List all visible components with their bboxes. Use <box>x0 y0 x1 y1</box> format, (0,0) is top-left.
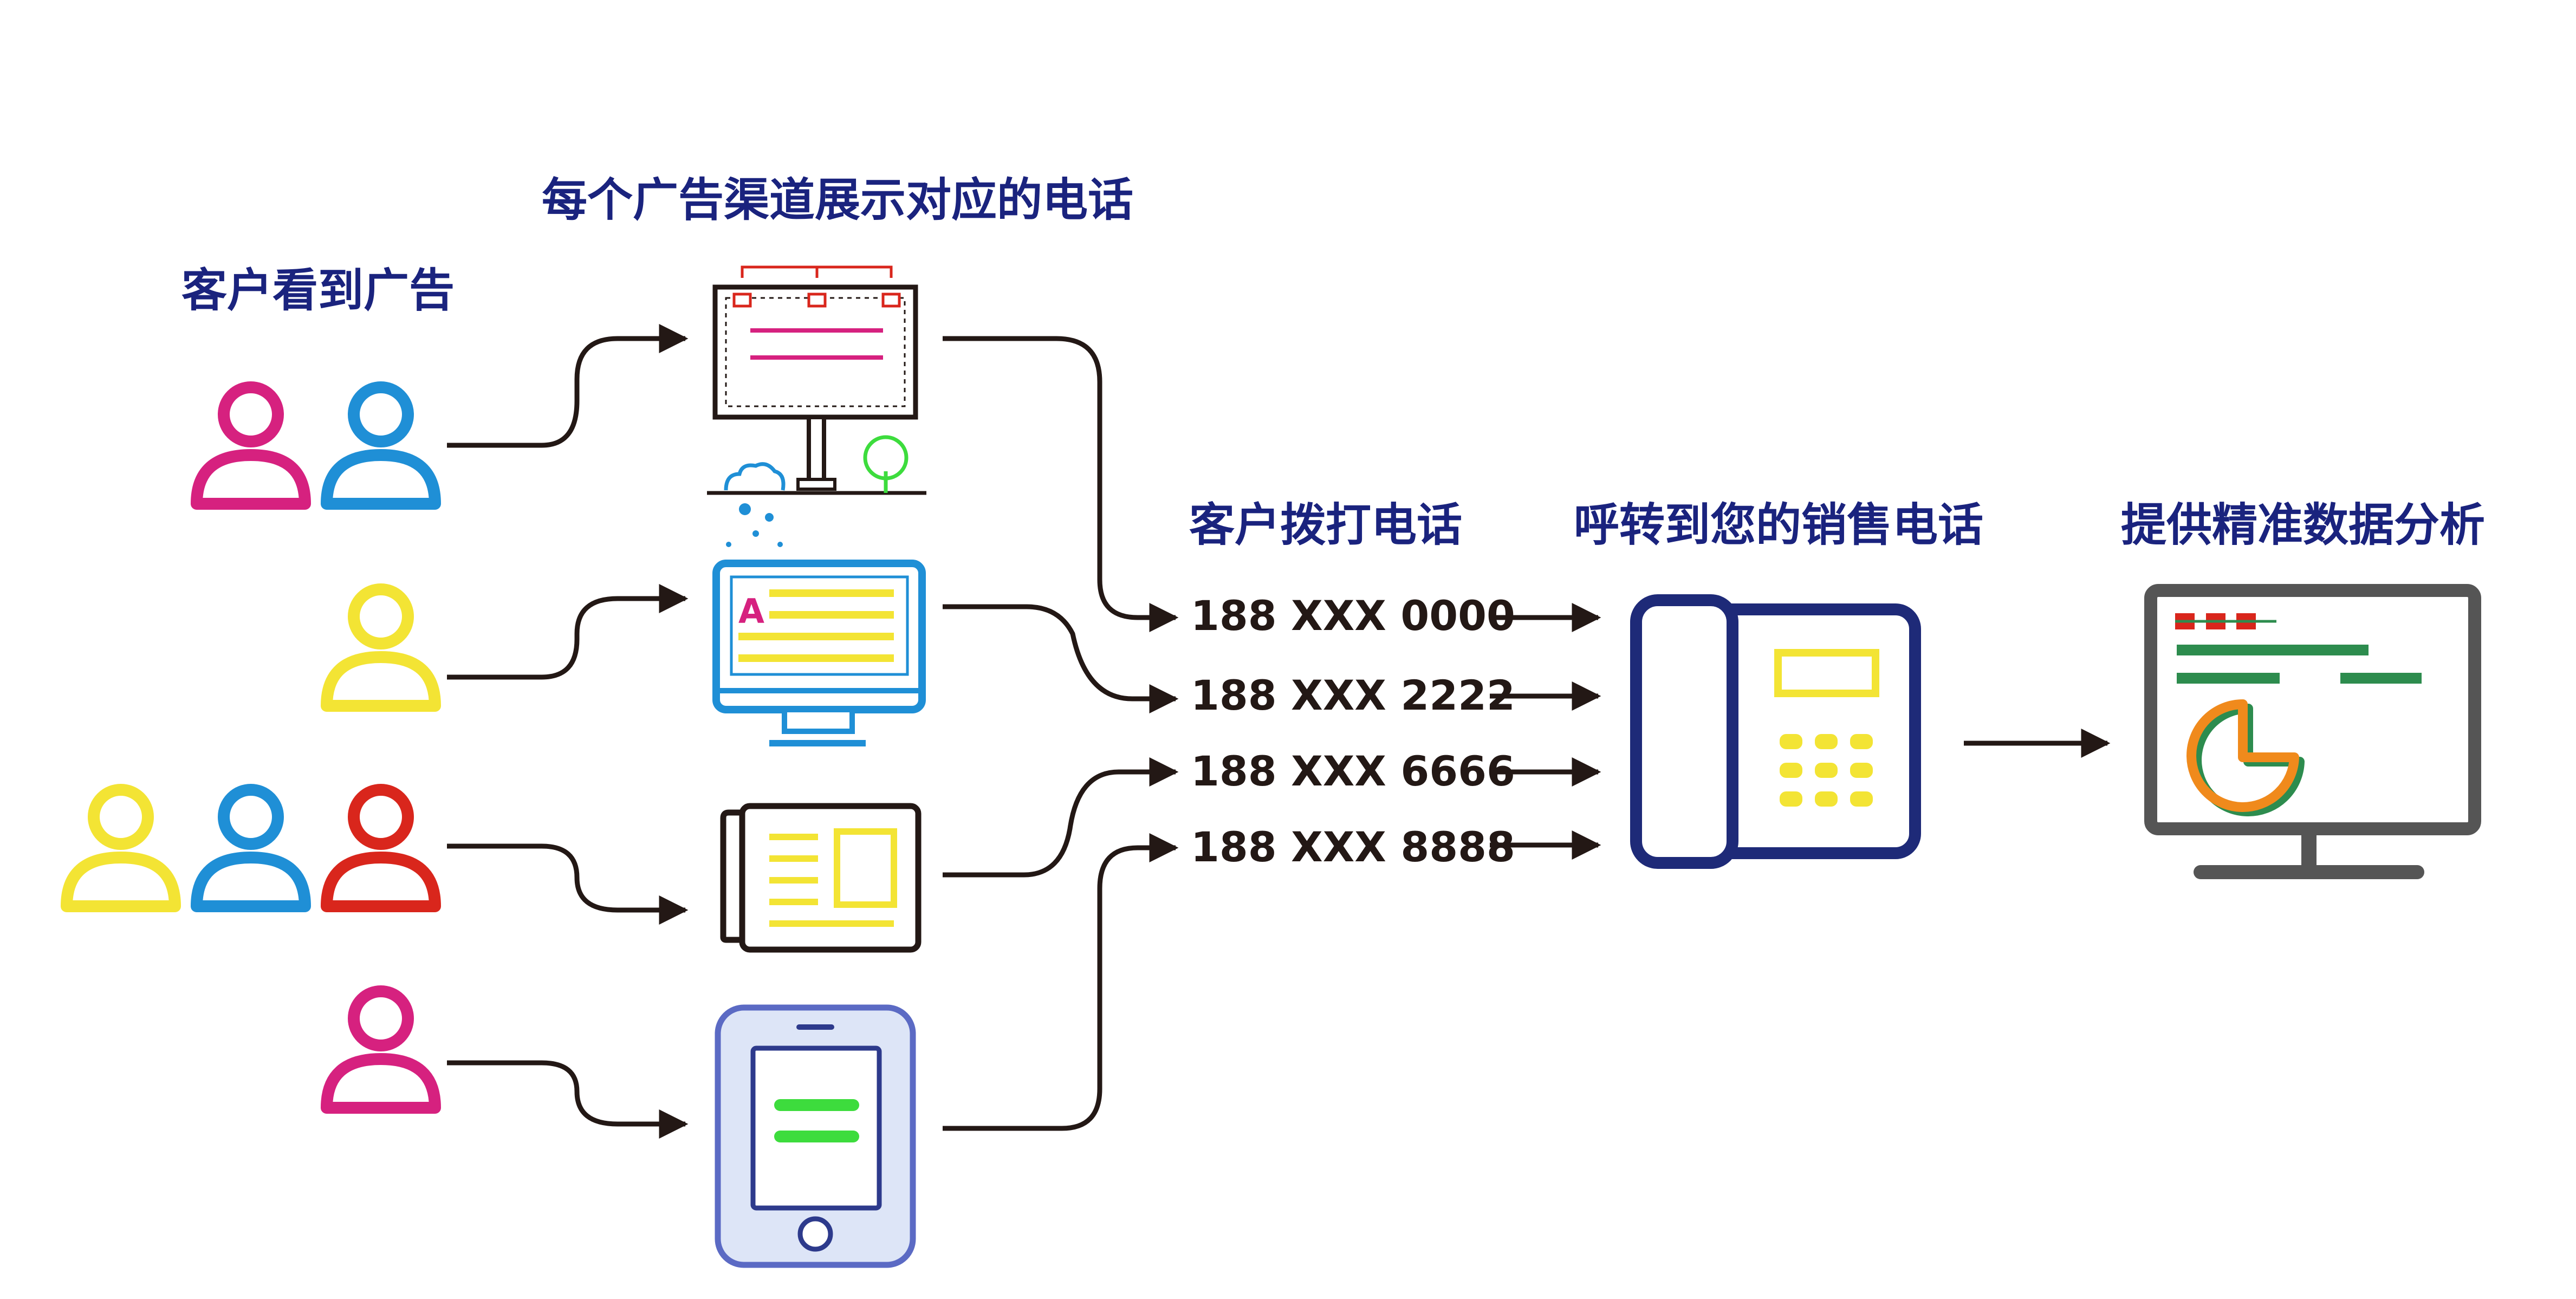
person-red-icon <box>321 784 441 912</box>
billboard-icon <box>707 265 926 547</box>
heading-customer-dials: 客户拨打电话 <box>1189 498 1462 551</box>
newspaper-icon <box>720 803 922 953</box>
connector-line <box>447 843 689 925</box>
heading-customers-see-ad: 客户看到广告 <box>181 264 455 317</box>
phone-number-6666: 188 XXX 6666 <box>1191 747 1515 795</box>
connector-line <box>447 324 689 448</box>
person-yellow-icon <box>321 583 441 712</box>
person-magenta-icon <box>321 985 441 1114</box>
desk-phone-icon <box>1630 594 1921 869</box>
phone-number-8888: 188 XXX 8888 <box>1191 823 1515 871</box>
monitor-icon: A <box>712 560 926 746</box>
customer-group-1 <box>191 381 441 510</box>
connector-line <box>447 584 689 680</box>
customer-group-2 <box>321 583 441 712</box>
connectors-channels-to-numbers <box>943 336 1179 1131</box>
customer-group-4 <box>321 985 441 1114</box>
person-blue-icon <box>321 381 441 510</box>
phone-number-2222: 188 XXX 2222 <box>1191 671 1515 719</box>
analytics-monitor-icon <box>2144 584 2481 879</box>
connector-line <box>943 833 1179 1131</box>
phone-number-0000: 188 XXX 0000 <box>1191 592 1515 640</box>
heading-forward-to-sales: 呼转到您的销售电话 <box>1574 498 1983 551</box>
customer-group-3 <box>61 784 441 912</box>
heading-channels: 每个广告渠道展示对应的电话 <box>542 173 1133 226</box>
dots-icon <box>2175 613 2276 629</box>
heading-data-analysis: 提供精准数据分析 <box>2121 498 2485 551</box>
person-yellow-icon <box>61 784 181 912</box>
connector-line <box>943 757 1179 878</box>
monitor-letter: A <box>738 592 764 631</box>
person-magenta-icon <box>191 381 311 510</box>
connectors-numbers-to-phone <box>1490 603 1601 860</box>
smartphone-icon <box>715 1004 916 1268</box>
connectors-people-to-channels <box>447 324 689 1139</box>
connector-line <box>943 336 1179 632</box>
connector-line <box>943 604 1179 713</box>
connector-line <box>447 1060 689 1139</box>
pie-chart-icon <box>2186 699 2305 816</box>
person-blue-icon <box>191 784 311 912</box>
